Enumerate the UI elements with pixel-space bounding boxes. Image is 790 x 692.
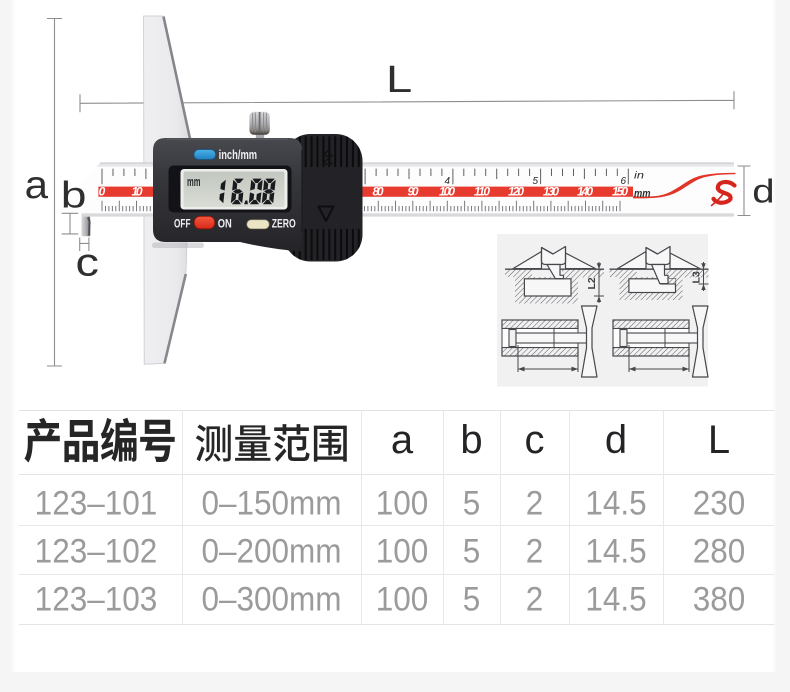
- svg-text:ZERO: ZERO: [272, 216, 296, 230]
- svg-text:5: 5: [532, 176, 538, 187]
- svg-text:100: 100: [439, 184, 455, 198]
- svg-text:c: c: [76, 241, 99, 284]
- svg-text:6: 6: [620, 176, 626, 187]
- svg-text:a: a: [25, 162, 49, 206]
- svg-text:mm: mm: [634, 188, 651, 200]
- svg-text:90: 90: [408, 184, 419, 198]
- svg-text:10: 10: [132, 184, 143, 198]
- svg-text:d: d: [752, 173, 774, 210]
- svg-text:b: b: [61, 174, 87, 216]
- svg-text:in: in: [634, 170, 644, 182]
- svg-text:110: 110: [474, 184, 490, 198]
- svg-text:L2: L2: [586, 277, 598, 289]
- svg-text:ON: ON: [218, 216, 232, 230]
- svg-text:mm: mm: [187, 175, 201, 189]
- svg-text:L: L: [386, 58, 412, 101]
- svg-text:OFF: OFF: [174, 216, 191, 230]
- svg-text:L3: L3: [691, 271, 703, 283]
- svg-text:140: 140: [577, 184, 593, 198]
- svg-text:120: 120: [508, 184, 524, 198]
- svg-text:4: 4: [444, 176, 450, 187]
- svg-text:150: 150: [612, 184, 628, 198]
- svg-text:0: 0: [99, 184, 106, 198]
- svg-text:inch/mm: inch/mm: [219, 148, 258, 162]
- svg-text:130: 130: [543, 184, 559, 198]
- svg-text:80: 80: [373, 184, 384, 198]
